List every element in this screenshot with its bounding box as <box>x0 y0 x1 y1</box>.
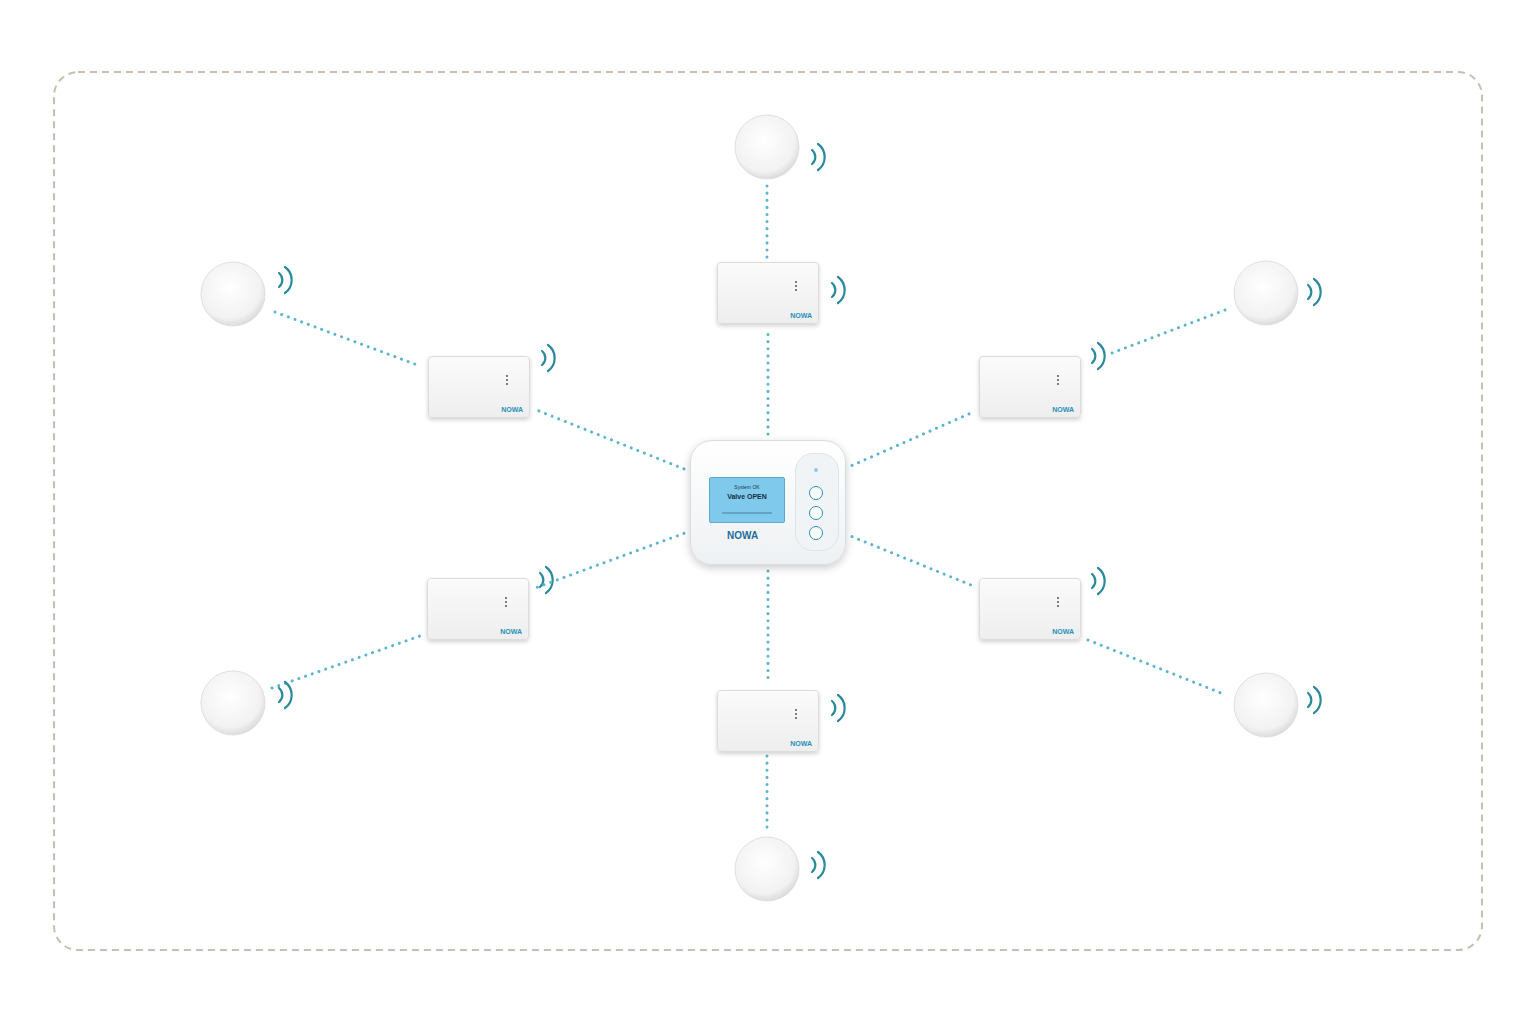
sensors <box>201 115 1298 901</box>
dot <box>795 281 797 283</box>
dot <box>505 597 507 599</box>
dot <box>1057 597 1059 599</box>
repeater-unit: NOWA <box>428 356 530 418</box>
sensor-links <box>272 186 1226 830</box>
dot <box>1057 383 1059 385</box>
wireless-link <box>536 410 684 469</box>
repeater-unit: NOWA <box>427 578 529 640</box>
boundary <box>54 72 1482 950</box>
repeater-unit: NOWA <box>979 356 1081 418</box>
menu-dots <box>506 375 509 387</box>
dot <box>795 289 797 291</box>
status-led <box>814 468 818 472</box>
dot <box>795 285 797 287</box>
dot <box>795 717 797 719</box>
menu-dots <box>1057 375 1060 387</box>
wireless-link <box>767 571 770 684</box>
wireless-link <box>767 330 770 434</box>
menu-dots <box>795 709 798 721</box>
brand-logo: NOWA <box>790 740 812 747</box>
control-button <box>809 506 823 520</box>
dot <box>506 379 508 381</box>
menu-dots <box>505 597 508 609</box>
screen-text: Valve OPEN <box>710 493 784 501</box>
wireless-link <box>535 533 684 588</box>
control-button <box>809 526 823 540</box>
screen-text: System OK <box>710 485 784 491</box>
lcd-screen: System OK Valve OPEN <box>709 477 785 523</box>
brand-logo: NOWA <box>790 312 812 319</box>
repeater-unit: NOWA <box>717 262 819 324</box>
wireless-link <box>852 412 973 465</box>
control-button <box>809 486 823 500</box>
wireless-link <box>852 537 973 586</box>
dot <box>1057 605 1059 607</box>
dot <box>505 605 507 607</box>
dot <box>1057 601 1059 603</box>
wireless-signals <box>279 144 1321 878</box>
controller-unit: System OK Valve OPEN NOWA <box>690 440 846 565</box>
button-panel <box>795 453 839 551</box>
brand-logo: NOWA <box>1052 406 1074 413</box>
dot <box>506 383 508 385</box>
dot <box>1057 375 1059 377</box>
repeater-unit: NOWA <box>979 578 1081 640</box>
brand-logo: NOWA <box>1052 628 1074 635</box>
menu-dots <box>795 281 798 293</box>
dot <box>505 601 507 603</box>
dot <box>795 713 797 715</box>
brand-logo: NOWA <box>501 406 523 413</box>
brand-logo: NOWA <box>500 628 522 635</box>
menu-dots <box>1057 597 1060 609</box>
dot <box>795 709 797 711</box>
dot <box>1057 379 1059 381</box>
status-bar <box>722 512 772 514</box>
brand-logo: NOWA <box>727 531 758 541</box>
dot <box>506 375 508 377</box>
repeater-unit: NOWA <box>717 690 819 752</box>
